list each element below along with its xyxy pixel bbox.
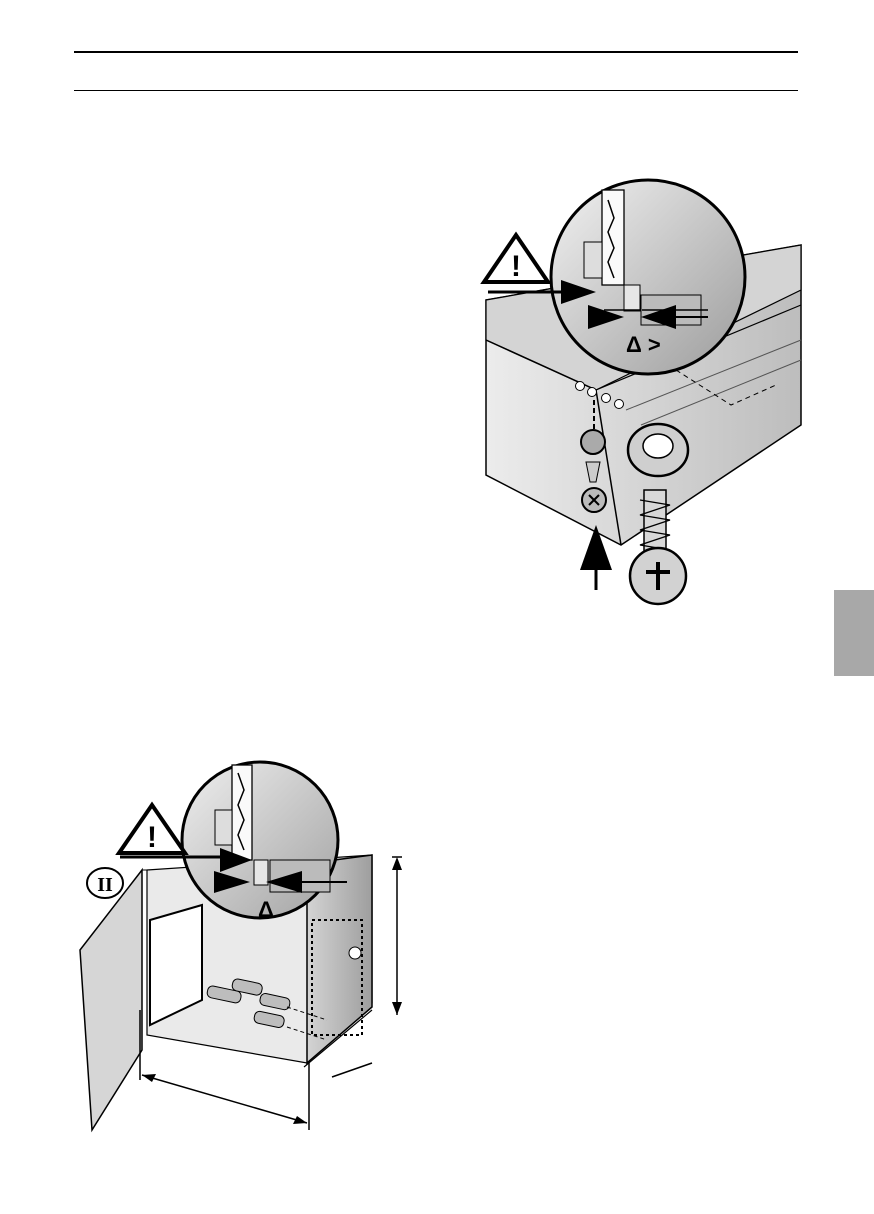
- header-rule-bottom: [74, 90, 798, 91]
- magnifier-circle-icon: [182, 762, 338, 918]
- figure-top-illustration: ! Δ >: [476, 170, 806, 615]
- section-side-tab: [834, 590, 874, 676]
- warning-symbol-text: !: [511, 250, 521, 283]
- delta-label-bottom: Δ: [258, 897, 274, 922]
- cabinet-door: [80, 870, 150, 1130]
- warning-triangle-icon: !: [119, 805, 185, 854]
- delta-label-top: Δ >: [626, 332, 661, 357]
- header-rule-top: [74, 51, 798, 53]
- roman-numeral-text: II: [97, 874, 113, 896]
- roman-numeral-badge: II: [87, 868, 123, 898]
- warning-symbol-text-bottom: !: [147, 821, 157, 854]
- warning-triangle-icon: !: [484, 235, 548, 283]
- figure-bottom-illustration: ! Δ II: [72, 745, 417, 1135]
